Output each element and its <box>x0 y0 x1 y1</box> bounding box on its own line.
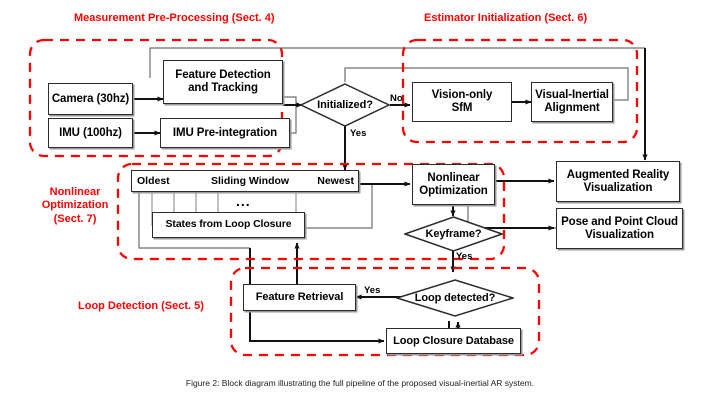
node-loop-closure-database-label: Loop Closure Database <box>393 334 514 347</box>
node-loop-closure-database[interactable]: Loop Closure Database <box>386 328 521 354</box>
initialized-diamond-shape <box>300 83 390 127</box>
sliding-window-oldest-label: Oldest <box>137 175 170 187</box>
edge-label-keyframe-yes: Yes <box>456 251 473 262</box>
node-ar-visualization-line1: Augmented Reality <box>566 168 670 181</box>
node-states-from-loop-closure-label: States from Loop Closure <box>165 218 292 231</box>
node-camera[interactable]: Camera (30hz) <box>48 83 133 115</box>
node-imu-label: IMU (100hz) <box>59 126 122 139</box>
node-camera-label: Camera (30hz) <box>51 92 130 105</box>
node-feature-detection-line1: Feature Detection <box>175 69 271 82</box>
decision-loop-detected[interactable]: Loop detected? <box>396 279 514 317</box>
node-imu[interactable]: IMU (100hz) <box>48 118 133 148</box>
node-vision-only-sfm-line2: SfM <box>451 102 473 114</box>
decision-initialized-label: Initialized? <box>317 99 373 111</box>
region-label-nonlinear-optimization: Nonlinear Optimization (Sect. 7) <box>34 186 116 226</box>
region-label-estimator-initialization: Estimator Initialization (Sect. 6) <box>424 12 588 24</box>
sliding-window-ellipsis: ... <box>236 193 251 209</box>
edge-label-loop-detected-yes: Yes <box>364 285 381 296</box>
sliding-window-title-label: Sliding Window <box>211 175 290 187</box>
decision-loop-detected-label: Loop detected? <box>414 292 496 304</box>
node-augmented-reality-visualization[interactable]: Augmented Reality Visualization <box>556 161 680 202</box>
sliding-window-bar[interactable]: Oldest Sliding Window Newest <box>131 170 359 192</box>
region-label-nonlinear-optimization-line2: Optimization <box>41 199 109 212</box>
node-feature-detection-and-tracking[interactable]: Feature Detection and Tracking <box>163 60 283 104</box>
keyframe-diamond-shape <box>404 216 503 252</box>
region-label-nonlinear-optimization-line1: Nonlinear <box>49 186 101 198</box>
node-visual-inertial-alignment-line1: Visual-Inertial <box>535 89 609 102</box>
node-ar-visualization-line2: Visualization <box>583 181 653 194</box>
node-visual-inertial-alignment[interactable]: Visual-Inertial Alignment <box>531 82 613 122</box>
figure-caption: Figure 2: Block diagram illustrating the… <box>185 378 535 388</box>
decision-keyframe-label: Keyframe? <box>425 228 482 240</box>
node-states-from-loop-closure[interactable]: States from Loop Closure <box>152 212 305 238</box>
node-imu-pre-integration[interactable]: IMU Pre-integration <box>160 118 290 148</box>
decision-keyframe[interactable]: Keyframe? <box>404 216 503 252</box>
edge-label-initialized-no: No <box>390 93 403 104</box>
node-pose-point-cloud-line1: Pose and Point Cloud <box>561 215 678 228</box>
node-feature-retrieval[interactable]: Feature Retrieval <box>243 284 356 311</box>
node-pose-point-cloud-line2: Visualization <box>585 228 654 241</box>
node-nonlinear-optimization-line2: Optimization <box>419 184 488 197</box>
node-feature-detection-line2: and Tracking <box>188 82 258 94</box>
region-label-measurement-pre-processing: Measurement Pre-Processing (Sect. 4) <box>74 12 275 24</box>
node-visual-inertial-alignment-line2: Alignment <box>544 102 600 114</box>
sliding-window-newest-label: Newest <box>317 175 354 187</box>
node-feature-retrieval-label: Feature Retrieval <box>255 291 344 304</box>
node-nonlinear-optimization[interactable]: Nonlinear Optimization <box>412 164 495 205</box>
decision-initialized[interactable]: Initialized? <box>300 83 390 127</box>
region-label-nonlinear-optimization-line3: (Sect. 7) <box>53 212 97 225</box>
node-vision-only-sfm-line1: Vision-only <box>431 89 493 102</box>
node-pose-and-point-cloud-visualization[interactable]: Pose and Point Cloud Visualization <box>556 208 683 249</box>
loop-detected-diamond-shape <box>396 279 514 317</box>
node-imu-pre-integration-label: IMU Pre-integration <box>172 126 278 139</box>
node-vision-only-sfm[interactable]: Vision-only SfM <box>412 82 512 122</box>
node-nonlinear-optimization-line1: Nonlinear <box>427 171 480 184</box>
edge-label-initialized-yes: Yes <box>350 128 367 139</box>
region-label-loop-detection: Loop Detection (Sect. 5) <box>78 300 204 312</box>
